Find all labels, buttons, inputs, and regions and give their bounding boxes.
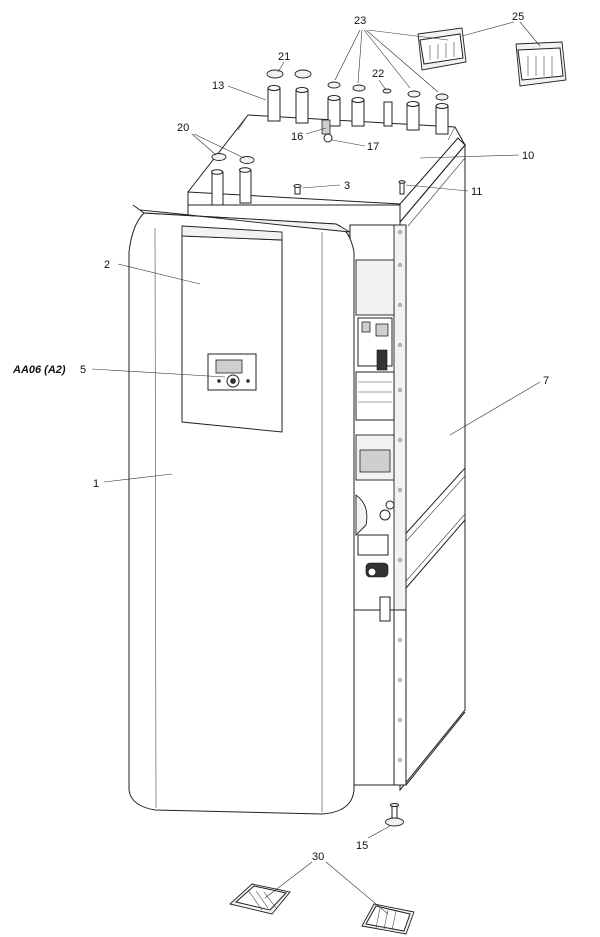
callout-30: 30 — [312, 851, 324, 863]
control-electronics — [355, 259, 395, 481]
pipe-connections — [211, 85, 449, 206]
callout-7: 7 — [543, 375, 549, 387]
callout-1: 1 — [93, 478, 99, 490]
callout-23: 23 — [354, 15, 366, 27]
side-panel — [399, 143, 466, 792]
callout-3: 3 — [344, 180, 350, 192]
frame-holes — [398, 230, 402, 762]
callout-2: 2 — [104, 259, 110, 271]
callout-21: 21 — [278, 51, 290, 63]
pipework-module — [355, 494, 395, 622]
callout-11: 11 — [471, 186, 482, 198]
adjustable-foot — [385, 803, 404, 827]
insulation-insert — [417, 27, 567, 87]
callout-labels: 23 25 21 22 13 16 17 20 10 3 11 2 AA06 (… — [12, 11, 549, 863]
callout-20: 20 — [177, 122, 189, 134]
callout-17: 17 — [367, 141, 379, 153]
callout-5: 5 — [80, 364, 86, 376]
screws — [293, 180, 406, 195]
leader-lines — [91, 21, 541, 915]
callout-22: 22 — [372, 68, 384, 80]
callout-13: 13 — [212, 80, 224, 92]
callout-15: 15 — [356, 840, 368, 852]
display-unit — [207, 353, 257, 391]
callout-10: 10 — [522, 150, 534, 162]
display-cover — [181, 225, 283, 433]
component-code-aa06: AA06 (A2) — [12, 364, 66, 376]
pipe-seal-rings — [211, 69, 449, 164]
callout-16: 16 — [291, 131, 303, 143]
transport-handle — [229, 883, 415, 935]
callout-25: 25 — [512, 11, 524, 23]
